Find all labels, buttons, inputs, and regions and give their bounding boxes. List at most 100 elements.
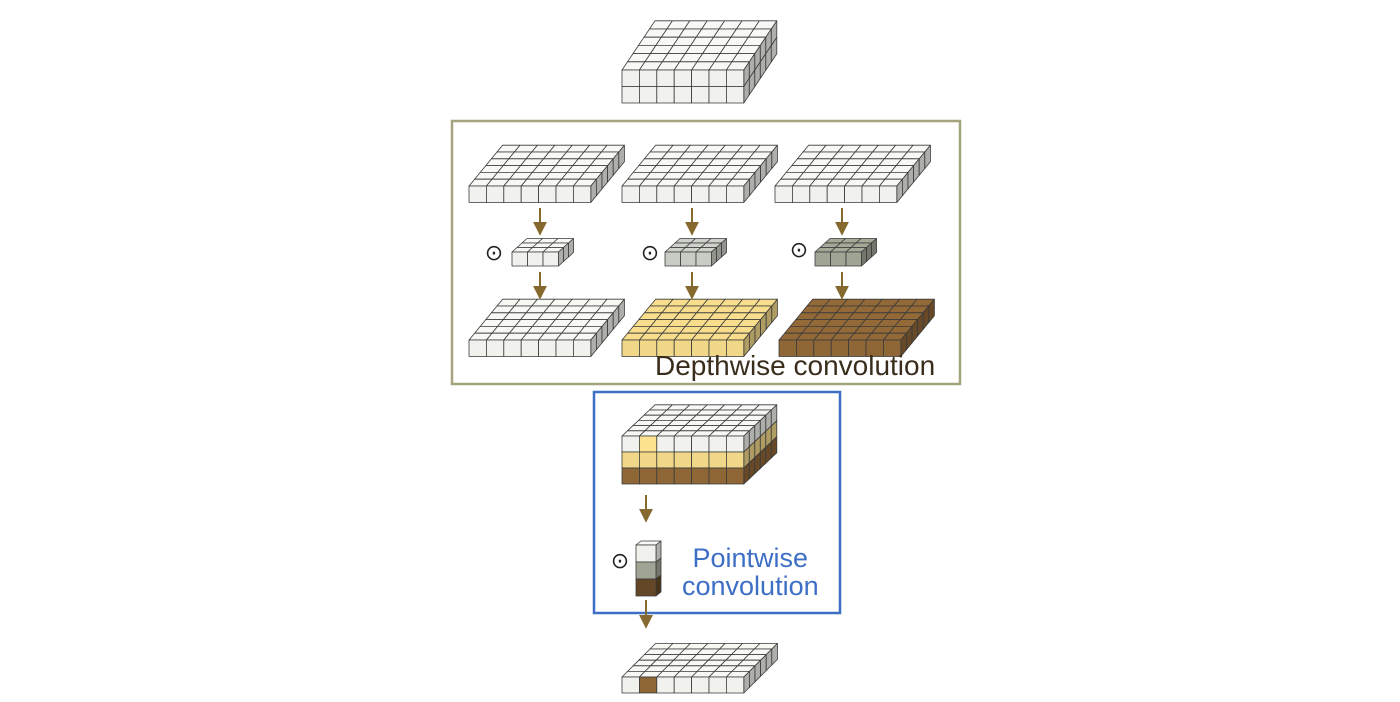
cube-front-face — [844, 185, 863, 203]
operator-symbol: ⊙ — [641, 241, 659, 266]
cube-front-face — [555, 339, 574, 357]
channel-3-output — [778, 298, 935, 357]
cube-front-face — [664, 251, 681, 267]
cube-side-face — [618, 144, 625, 169]
cube-front-face — [726, 185, 745, 203]
cube-front-face — [468, 185, 487, 203]
cube-front-face — [708, 435, 727, 453]
cube-front-face — [520, 339, 539, 357]
cube-front-face — [673, 467, 692, 485]
cube-side-face — [770, 36, 778, 63]
cube-side-face — [655, 574, 662, 597]
cube-front-face — [656, 451, 675, 469]
cube-front-face — [639, 185, 658, 203]
cube-front-face — [883, 339, 902, 357]
cube-side-face — [618, 298, 625, 323]
cube-front-face — [639, 676, 658, 694]
depthwise-kernel-2 — [664, 238, 727, 267]
cube-front-face — [708, 185, 727, 203]
cube-front-face — [538, 185, 557, 203]
channel-2-input — [621, 144, 778, 203]
cube-front-face — [542, 251, 559, 267]
channel-1-output — [468, 298, 625, 357]
cube-front-face — [861, 185, 880, 203]
cube-front-face — [656, 435, 675, 453]
cube-front-face — [621, 467, 640, 485]
cube-side-face — [771, 643, 778, 666]
cube-front-face — [726, 435, 745, 453]
cube-front-face — [573, 339, 592, 357]
depthwise-kernel-3 — [814, 238, 877, 267]
pointwise-label-line-2: convolution — [682, 571, 819, 602]
cube-front-face — [635, 544, 657, 563]
pointwise-label-line-1: Pointwise — [692, 543, 809, 573]
cube-front-face — [621, 451, 640, 469]
cube-front-face — [635, 561, 657, 580]
cube-side-face — [928, 298, 935, 323]
cube-front-face — [673, 185, 692, 203]
operator-symbol: ⊙ — [485, 241, 503, 266]
cube-front-face — [656, 69, 675, 87]
cube-side-face — [568, 238, 574, 258]
channel-1-input — [468, 144, 625, 203]
cube-front-face — [621, 86, 640, 104]
cube-front-face — [656, 467, 675, 485]
cube-front-face — [639, 451, 658, 469]
cube-front-face — [680, 251, 697, 267]
cube-front-face — [691, 435, 710, 453]
cube-front-face — [845, 251, 862, 267]
cube-front-face — [708, 86, 727, 104]
cube-front-face — [691, 86, 710, 104]
cube-front-face — [527, 251, 544, 267]
cube-front-face — [485, 185, 505, 203]
cube-front-face — [656, 86, 675, 104]
cube-front-face — [826, 185, 845, 203]
stacked-depthwise-output — [621, 404, 778, 485]
cube-front-face — [809, 185, 828, 203]
pointwise-kernel — [635, 540, 662, 597]
operator-symbol: ⊙ — [790, 238, 808, 263]
cube-front-face — [639, 435, 658, 453]
cube-front-face — [621, 339, 640, 357]
operator-symbol: ⊙ — [611, 549, 629, 574]
cube-front-face — [691, 69, 710, 87]
cube-front-face — [503, 185, 522, 203]
depthwise-kernel-1 — [511, 238, 574, 267]
cube-front-face — [621, 435, 640, 453]
channel-3-input — [774, 144, 931, 203]
cube-side-face — [771, 298, 778, 323]
cube-front-face — [830, 251, 847, 267]
cube-front-face — [485, 339, 505, 357]
cube-front-face — [673, 676, 692, 694]
cube-front-face — [621, 676, 640, 694]
cube-front-face — [639, 467, 658, 485]
cube-front-face — [708, 467, 727, 485]
cube-front-face — [691, 676, 710, 694]
cube-front-face — [673, 69, 692, 87]
cube-front-face — [555, 185, 574, 203]
cube-front-face — [573, 185, 592, 203]
cube-front-face — [503, 339, 522, 357]
cube-front-face — [538, 339, 557, 357]
cube-front-face — [656, 676, 675, 694]
cube-front-face — [708, 451, 727, 469]
cube-front-face — [726, 86, 745, 104]
cube-side-face — [871, 238, 877, 258]
cube-side-face — [771, 144, 778, 169]
cube-front-face — [726, 467, 745, 485]
cube-front-face — [673, 451, 692, 469]
cube-front-face — [673, 86, 692, 104]
depthwise-box — [450, 119, 962, 386]
cube-front-face — [639, 86, 658, 104]
input-volume — [621, 20, 778, 104]
cube-front-face — [792, 185, 811, 203]
cube-side-face — [721, 238, 727, 258]
cube-front-face — [695, 251, 712, 267]
depthwise-convolution-label: Depthwise convolution — [655, 350, 936, 381]
cube-front-face — [708, 676, 727, 694]
cube-front-face — [656, 185, 675, 203]
output-feature-map — [621, 643, 778, 694]
cube-side-face — [924, 144, 931, 169]
